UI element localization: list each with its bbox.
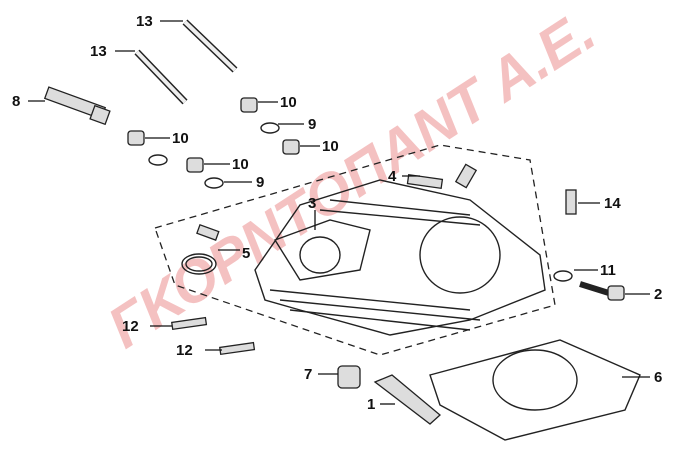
callout-14: 14 [604,195,621,212]
callout-12: 12 [122,318,139,335]
part-stud-13a [182,19,238,73]
callout-7: 7 [304,366,312,383]
callout-6: 6 [654,369,662,386]
callout-10: 10 [232,156,249,173]
part-fitting [454,163,478,189]
callout-12: 12 [176,342,193,359]
callout-9: 9 [308,116,316,133]
callout-2: 2 [654,286,662,303]
part-cap [337,365,361,389]
part-stud-12b [219,341,256,356]
part-head-gasket [429,339,641,441]
part-nuts-washers [127,97,300,189]
callout-13: 13 [136,13,153,30]
callout-3: 3 [308,195,316,212]
callout-4: 4 [388,168,397,185]
part-bolt-2 [579,281,625,301]
part-stud-12a [171,316,208,331]
part-cylinder-head [254,179,546,336]
callout-11: 11 [600,262,616,279]
leader-lines [28,20,650,405]
part-seal [181,223,220,275]
callout-10: 10 [172,130,189,147]
part-stud-13b [134,49,188,105]
callout-1: 1 [367,396,375,413]
part-chain-guide [373,374,441,425]
part-temp-sensor [565,189,577,215]
part-spark-plug [43,86,111,126]
callout-10: 10 [280,94,297,111]
callout-8: 8 [12,93,20,110]
part-dowel [406,173,444,190]
part-washer-11 [553,270,573,282]
callout-10: 10 [322,138,339,155]
callout-labels: 13 13 8 10 10 9 10 10 9 4 3 14 5 11 2 12… [12,13,662,413]
callout-5: 5 [242,245,250,262]
callout-13: 13 [90,43,107,60]
callout-9: 9 [256,174,264,191]
